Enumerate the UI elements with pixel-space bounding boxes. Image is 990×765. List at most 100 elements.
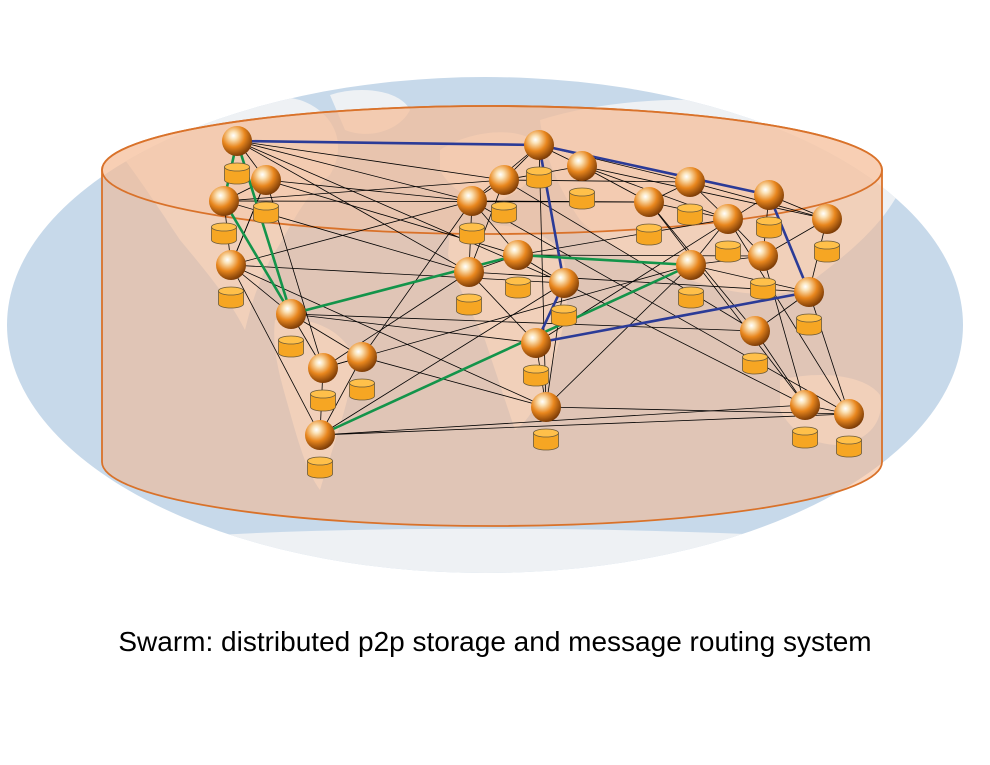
storage-database-icon [459,222,485,245]
peer-node-sphere-icon [305,420,335,450]
mesh-link [468,179,505,273]
storage-database-icon [526,166,552,189]
green-route-link [222,200,293,315]
peer-node-sphere-icon [347,342,377,372]
peer-node-sphere-icon [754,180,784,210]
storage-database-icon [523,364,549,387]
mesh-link [471,200,850,415]
storage-database-icon [836,435,862,458]
peer-node [347,342,377,401]
peer-node-sphere-icon [834,399,864,429]
storage-database-icon [636,223,662,246]
peer-node [222,126,252,185]
mesh-link [319,282,565,436]
storage-database-icon [715,240,741,263]
peer-nodes [209,126,864,479]
peer-node-sphere-icon [531,392,561,422]
storage-database-icon [551,304,577,327]
peer-node [812,204,842,263]
storage-database-icon [569,187,595,210]
mesh-link [361,200,473,358]
peer-node-sphere-icon [251,165,281,195]
mesh-link [322,271,470,369]
peer-node-sphere-icon [457,186,487,216]
peer-node-sphere-icon [567,151,597,181]
peer-node [549,268,579,327]
mesh-link [563,282,806,406]
storage-database-icon [491,201,517,224]
mesh-link [290,313,756,332]
mesh-link [236,140,473,202]
mesh-link [471,200,650,203]
peer-node [503,240,533,299]
peer-node-sphere-icon [222,126,252,156]
antarctica [150,528,850,573]
peer-node [457,186,487,245]
peer-node [675,167,705,226]
cylinder-top-rim [101,105,883,235]
mesh-link [468,271,537,344]
mesh-link [319,413,850,436]
peer-node-sphere-icon [308,353,338,383]
storage-database-icon [792,426,818,449]
mesh-link [581,165,828,220]
green-route-link [517,253,692,267]
peer-node [251,165,281,224]
storage-database-icon [218,286,244,309]
mesh-link [808,291,850,415]
peer-node [567,151,597,210]
mesh-link [322,264,692,369]
mesh-link [230,179,267,266]
peer-node [276,299,306,358]
storage-database-icon [505,276,531,299]
mesh-link [236,140,470,273]
peer-node-sphere-icon [503,240,533,270]
storage-database-icon [533,428,559,451]
peer-node-sphere-icon [748,241,778,271]
storage-database-icon [307,456,333,479]
peer-node [216,250,246,309]
peer-node-sphere-icon [209,186,239,216]
storage-database-icon [796,313,822,336]
peer-node-sphere-icon [521,328,551,358]
mesh-link [319,404,806,436]
peer-node [305,420,335,479]
peer-node [713,204,743,263]
diagram-caption: Swarm: distributed p2p storage and messa… [118,626,872,657]
mesh-link [236,140,505,181]
peer-node [794,277,824,336]
peer-node-sphere-icon [740,316,770,346]
storage-database-icon [211,222,237,245]
mesh-link [648,201,806,406]
peer-node [634,187,664,246]
mesh-link [223,179,505,202]
storage-database-icon [224,162,250,185]
storage-database-icon [456,293,482,316]
peer-node-sphere-icon [713,204,743,234]
peer-node [790,390,820,449]
peer-node [834,399,864,458]
storage-database-icon [814,240,840,263]
peer-node [754,180,784,239]
peer-node-sphere-icon [549,268,579,298]
peer-node-sphere-icon [675,167,705,197]
mesh-link [545,264,692,408]
storage-database-icon [678,286,704,309]
storage-database-icon [253,201,279,224]
storage-database-icon [756,216,782,239]
blue-route-link [236,139,540,147]
peer-node-sphere-icon [634,187,664,217]
green-route-link [319,263,692,437]
storage-database-icon [677,203,703,226]
mesh-link [361,356,547,408]
peer-node-sphere-icon [216,250,246,280]
storage-database-icon [278,335,304,358]
blue-route-link [535,290,810,345]
mesh-link [690,264,810,293]
storage-database-icon [750,277,776,300]
storage-database-icon [742,352,768,375]
peer-node [209,186,239,245]
peer-node-sphere-icon [276,299,306,329]
peer-node [524,130,554,189]
peer-node [740,316,770,375]
